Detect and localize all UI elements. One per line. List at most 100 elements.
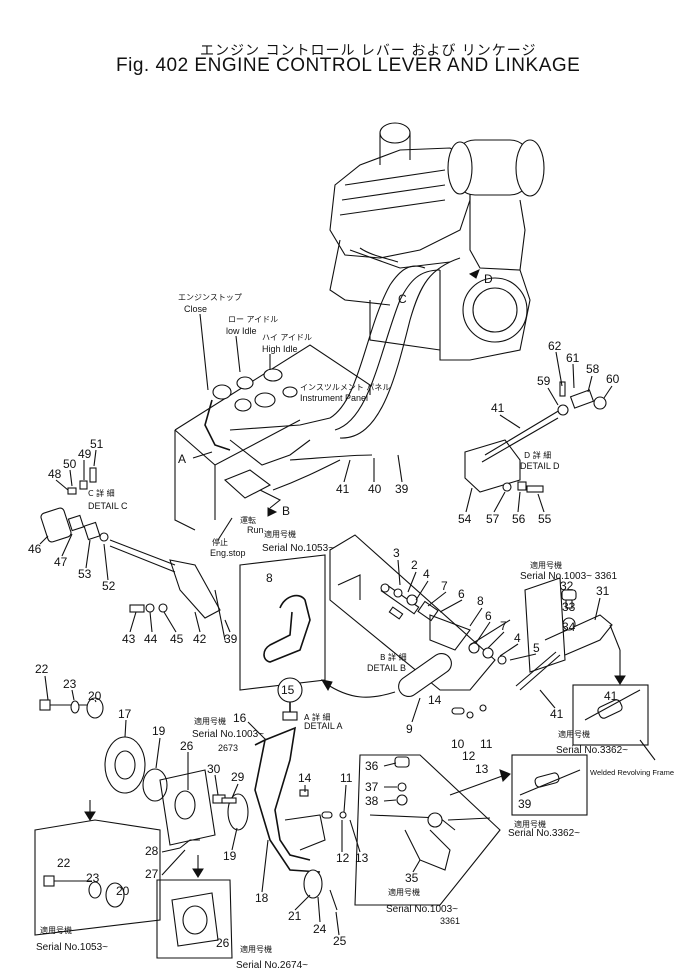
part-41-d: 41 — [491, 401, 505, 415]
part-44: 44 — [144, 632, 158, 646]
detail-c: 51 49 50 48 C 詳 細 DETAIL C 46 47 53 52 4… — [28, 437, 238, 646]
part-12-b: 12 — [462, 749, 476, 763]
detail-c-title: DETAIL C — [88, 501, 128, 511]
run-label-jp: 運転 — [240, 516, 256, 525]
serial-1003-3361b: Serial No.1003~ — [386, 904, 458, 915]
part-19-a: 19 — [223, 849, 237, 863]
part-4-b: 4 — [423, 567, 430, 581]
part-46: 46 — [28, 542, 42, 556]
part-52: 52 — [102, 579, 116, 593]
panel-labels: エンジンストップ Close ロー アイドル low Idle ハイ アイドル … — [178, 293, 390, 558]
run-label: Run — [247, 525, 264, 535]
detail-lever-base: 22 23 20 17 19 適用号機 Serial No.1003~ 2673… — [35, 662, 264, 881]
part-11-a: 11 — [340, 771, 353, 785]
part-39-w: 39 — [518, 797, 532, 811]
part-47: 47 — [54, 555, 68, 569]
part-14-b: 14 — [428, 693, 442, 707]
part-54: 54 — [458, 512, 472, 526]
serial-1053-bottom-jp: 適用号機 — [40, 925, 72, 935]
serial-1003-3361b-jp: 適用号機 — [388, 887, 420, 897]
serial-3362b: Serial No.3362~ — [508, 828, 580, 839]
close-label: Close — [184, 304, 207, 314]
title-japanese: エンジン コントロール レバー および リンケージ — [200, 43, 537, 59]
part-19-b: 19 — [152, 724, 166, 738]
part-41-b: 41 — [550, 707, 564, 721]
low-idle-label-jp: ロー アイドル — [228, 315, 278, 324]
part-36: 36 — [365, 759, 379, 773]
callout-a: A — [178, 452, 186, 466]
part-41-w: 41 — [604, 689, 618, 703]
serial-1003-2673-jp: 適用号機 — [194, 716, 226, 726]
high-idle-label: High Idle — [262, 344, 298, 354]
detail-c-title-jp: C 詳 細 — [88, 488, 115, 498]
close-label-jp: エンジンストップ — [178, 293, 242, 302]
welded-frame-label: Welded Revolving Frame — [590, 768, 674, 777]
part-45: 45 — [170, 632, 184, 646]
figure-title: Fig. 402 ENGINE CONTROL LEVER AND LINKAG… — [116, 55, 581, 76]
part-48: 48 — [48, 467, 62, 481]
part-59: 59 — [537, 374, 551, 388]
detail-d-title-jp: D 詳 細 — [524, 450, 551, 460]
serial-1003-3361b-end: 3361 — [440, 916, 460, 926]
serial-1003-3361-jp: 適用号機 — [530, 560, 562, 570]
serial-3362: Serial No.3362~ — [556, 745, 628, 756]
eng-stop-label: Eng.stop — [210, 548, 246, 558]
part-11-b: 11 — [480, 737, 493, 751]
part-27: 27 — [145, 867, 159, 881]
part-3: 3 — [393, 546, 400, 560]
part-53: 53 — [78, 567, 92, 581]
serial-1003-3361: Serial No.1003~ 3361 — [520, 571, 617, 582]
callout-b: B — [282, 504, 290, 518]
part-33: 33 — [562, 600, 576, 614]
part-16: 16 — [233, 711, 247, 725]
part-51: 51 — [90, 437, 104, 451]
inset-bolt-serial-1053: 22 23 20 適用号機 Serial No.1053~ — [34, 819, 161, 953]
part-15: 15 — [281, 683, 295, 697]
part-23-top: 23 — [63, 677, 77, 691]
part-9: 9 — [406, 722, 413, 736]
part-24: 24 — [313, 922, 327, 936]
serial-1053-jp: 適用号機 — [264, 529, 296, 539]
part-40: 40 — [368, 482, 382, 496]
part-20-bot: 20 — [116, 884, 130, 898]
part-8-inset: 8 — [266, 571, 273, 585]
part-57: 57 — [486, 512, 500, 526]
detail-36-39: 36 37 38 35 適用号機 Serial No.1003~ 3361 39… — [354, 754, 588, 926]
part-56: 56 — [512, 512, 526, 526]
part-22-top: 22 — [35, 662, 49, 676]
part-6-b2: 6 — [485, 609, 492, 623]
part-23-bot: 23 — [86, 871, 100, 885]
serial-1003-2673-end: 2673 — [218, 743, 238, 753]
part-38: 38 — [365, 794, 379, 808]
part-7-b1: 7 — [441, 579, 448, 593]
detail-d: 41 62 61 58 60 59 D 詳 細 DETAIL D 54 57 5… — [458, 339, 620, 526]
instrument-panel-label: Instrument Panel — [300, 393, 368, 403]
callout-d: D — [484, 272, 493, 286]
part-2: 2 — [411, 558, 418, 572]
part-18: 18 — [255, 891, 269, 905]
detail-a-title: DETAIL A — [304, 721, 343, 731]
detail-welded-frame: 41 適用号機 Serial No.3362~ Welded Revolving… — [556, 684, 674, 777]
serial-2674: Serial No.2674~ — [236, 960, 308, 969]
part-60: 60 — [606, 372, 620, 386]
part-10: 10 — [451, 737, 465, 751]
part-35: 35 — [405, 871, 419, 885]
part-58: 58 — [586, 362, 600, 376]
part-4-b2: 4 — [514, 631, 521, 645]
part-5: 5 — [533, 641, 540, 655]
part-41-engine: 41 — [336, 482, 350, 496]
part-7-b2: 7 — [500, 619, 507, 633]
control-cables — [272, 257, 461, 491]
part-31: 31 — [596, 584, 610, 598]
part-12-a: 12 — [336, 851, 350, 865]
detail-b-title-jp: B 詳 細 — [380, 652, 407, 662]
part-42: 42 — [193, 632, 207, 646]
engine-drawing — [329, 122, 545, 361]
detail-31-34: 適用号機 Serial No.1003~ 3361 32 33 34 31 41 — [515, 560, 626, 721]
part-62: 62 — [548, 339, 562, 353]
detail-b: 8 3 2 4 7 6 8 6 7 4 5 B 詳 細 — [239, 534, 540, 736]
detail-b-title: DETAIL B — [367, 663, 406, 673]
serial-2674-jp: 適用号機 — [240, 944, 272, 954]
part-30: 30 — [207, 762, 221, 776]
